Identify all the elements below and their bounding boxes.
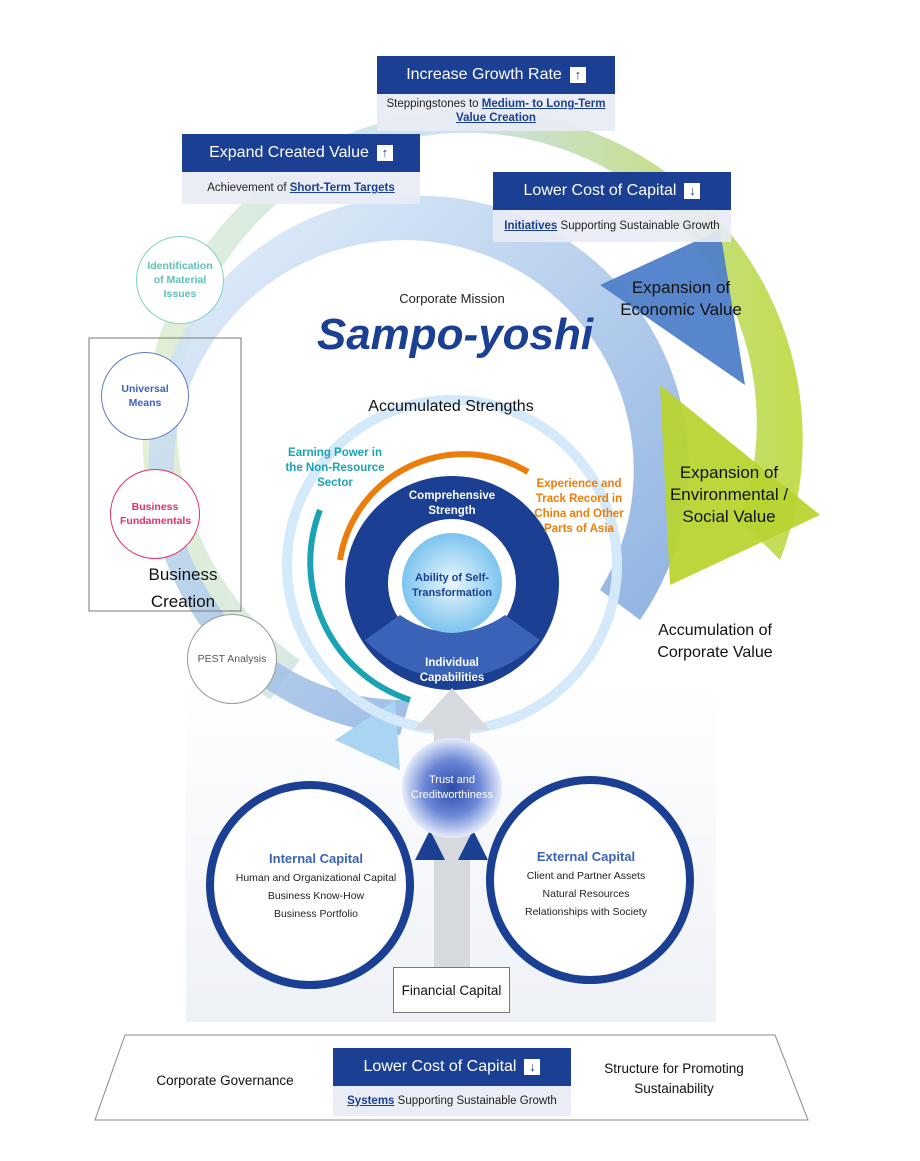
- lower-cost-capital-bottom-header: Lower Cost of Capital ↓: [333, 1048, 571, 1086]
- external-capital-item: Client and Partner Assets: [526, 870, 646, 882]
- corporate-governance-label: Corporate Governance: [156, 1073, 294, 1088]
- external-capital-title: External Capital: [536, 849, 636, 864]
- corporate-mission-label: Corporate Mission: [399, 291, 505, 306]
- internal-capital-title: Internal Capital: [269, 851, 363, 866]
- increase-growth-rate-title: Increase Growth Rate: [406, 66, 562, 83]
- arrow-down-icon: ↓: [524, 1059, 541, 1075]
- arrow-down-icon: ↓: [684, 183, 701, 199]
- initiatives-link[interactable]: Initiatives: [504, 220, 558, 232]
- earning-power-arc: [307, 508, 411, 703]
- individual-capabilities-label: Individual Capabilities: [419, 657, 485, 684]
- ability-self-transformation-label: Ability of Self-Transformation: [411, 572, 493, 599]
- comprehensive-strength-label: Comprehensive Strength: [408, 490, 496, 517]
- lower-cost-capital-top-title: Lower Cost of Capital: [523, 182, 677, 199]
- medium-long-term-link[interactable]: Medium- to Long-Term Value Creation: [456, 98, 606, 124]
- sampo-yoshi-title: Sampo-yoshi: [316, 310, 594, 359]
- short-term-targets-link[interactable]: Short-Term Targets: [289, 182, 395, 194]
- internal-capital-item: Business Know-How: [267, 890, 365, 902]
- increase-growth-rate-sub: Steppingstones to Medium- to Long-Term V…: [377, 94, 615, 131]
- corporate-value-label: Accumulation of Corporate Value: [657, 622, 773, 661]
- experience-label: Experience and Track Record in China and…: [534, 478, 624, 535]
- pest-analysis-circle: PEST Analysis: [187, 614, 277, 704]
- internal-capital-block: Internal Capital Human and Organizationa…: [230, 851, 402, 923]
- arrow-up-icon: ↑: [376, 145, 393, 161]
- environmental-arrowhead: [660, 385, 820, 585]
- earning-power-label: Earning Power in the Non-Resource Sector: [285, 447, 385, 489]
- expand-created-value-title: Expand Created Value: [209, 144, 369, 161]
- external-capital-item: Relationships with Society: [525, 906, 647, 918]
- arrow-up-icon: ↑: [569, 67, 586, 83]
- systems-link[interactable]: Systems: [347, 1095, 395, 1107]
- expand-created-value-sub: Achievement of Short-Term Targets: [182, 172, 420, 204]
- experience-arc: [337, 451, 530, 561]
- trust-creditworthiness-label: Trust and Creditworthiness: [411, 774, 493, 801]
- financial-capital-box: Financial Capital: [393, 967, 510, 1013]
- environmental-value-label: Expansion of Environmental / Social Valu…: [669, 463, 789, 526]
- universal-means-circle: Universal Means: [101, 352, 189, 440]
- business-fundamentals-circle: Business Fundamentals: [110, 469, 200, 559]
- lower-cost-capital-bottom-sub: Systems Supporting Sustainable Growth: [333, 1086, 571, 1116]
- external-capital-block: External Capital Client and Partner Asse…: [510, 849, 662, 921]
- external-capital-item: Natural Resources: [542, 888, 630, 900]
- increase-growth-rate-header: Increase Growth Rate ↑: [377, 56, 615, 94]
- economic-value-label: Expansion of Economic Value: [620, 278, 742, 319]
- identification-circle: Identification of Material Issues: [136, 236, 224, 324]
- sustainability-structure-label: Structure for Promoting Sustainability: [604, 1061, 744, 1096]
- internal-capital-item: Human and Organizational Capital: [235, 872, 397, 884]
- expand-created-value-header: Expand Created Value ↑: [182, 134, 420, 172]
- economic-arrowhead: [600, 230, 745, 385]
- lower-cost-capital-top-sub: Initiatives Supporting Sustainable Growt…: [493, 210, 731, 242]
- lower-cost-capital-bottom-title: Lower Cost of Capital: [363, 1058, 517, 1075]
- business-creation-label: Business Creation: [148, 565, 218, 611]
- internal-capital-item: Business Portfolio: [273, 908, 359, 920]
- accumulated-strengths-title: Accumulated Strengths: [368, 398, 534, 415]
- lower-cost-capital-top-header: Lower Cost of Capital ↓: [493, 172, 731, 210]
